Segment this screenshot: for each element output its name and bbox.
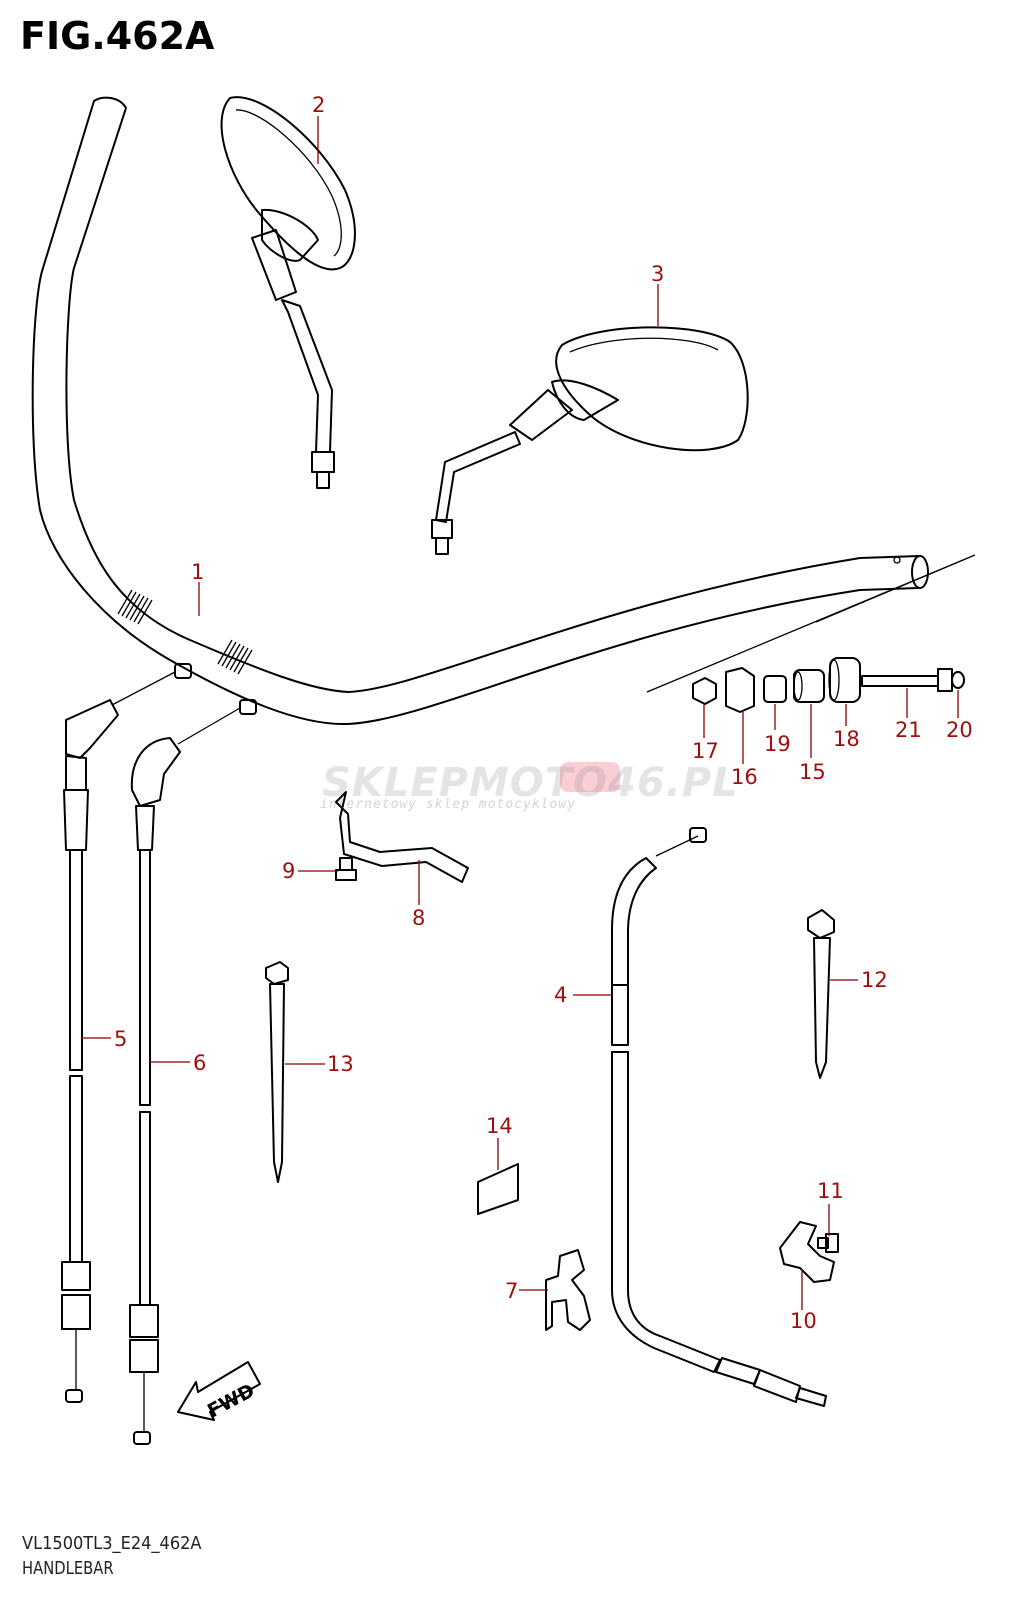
callout-4: 4 (554, 983, 567, 1007)
callout-5: 5 (114, 1027, 127, 1051)
end-weight-15[interactable] (793, 669, 825, 703)
callout-12: 12 (861, 968, 888, 992)
callout-19: 19 (764, 732, 791, 756)
callout-8: 8 (412, 906, 425, 930)
callout-15: 15 (799, 760, 826, 784)
callout-1: 1 (191, 560, 204, 584)
cable-clip-7[interactable] (545, 1249, 591, 1331)
watermark-brand: SKLEPMOTO46.PL (322, 760, 739, 806)
handlebar[interactable] (31, 96, 929, 726)
callout-10: 10 (790, 1309, 817, 1333)
callout-17: 17 (692, 739, 719, 763)
throttle-cable-5[interactable] (61, 663, 192, 1403)
mirror-right[interactable] (431, 326, 749, 555)
callout-16: 16 (731, 765, 758, 789)
cable-tie-13[interactable] (265, 961, 289, 1183)
figure-title: FIG.462A (20, 14, 215, 58)
callout-2: 2 (312, 93, 325, 117)
section-name: HANDLEBAR (22, 1558, 114, 1579)
bolt-11[interactable] (817, 1233, 839, 1253)
callout-14: 14 (486, 1114, 513, 1138)
watermark-tagline: internetowy sklep motocyklowy (320, 797, 576, 812)
forward-arrow-icon: FWD (177, 1361, 261, 1423)
callout-21: 21 (895, 718, 922, 742)
mirror-left[interactable] (220, 96, 356, 489)
throttle-cable-6[interactable] (129, 699, 257, 1445)
callout-13: 13 (327, 1052, 354, 1076)
callout-9: 9 (282, 859, 295, 883)
bolt-21[interactable] (861, 668, 953, 692)
forward-arrow-label: FWD (204, 1380, 258, 1423)
label-14[interactable] (477, 1163, 519, 1215)
bolt-9[interactable] (335, 857, 357, 881)
callout-11: 11 (817, 1179, 844, 1203)
cable-tie-12[interactable] (807, 909, 835, 1079)
model-code: VL1500TL3_E24_462A (22, 1533, 202, 1554)
clamp-10[interactable] (779, 1221, 835, 1283)
callout-3: 3 (651, 262, 664, 286)
callout-6: 6 (193, 1051, 206, 1075)
clutch-cable-4[interactable] (611, 827, 827, 1407)
leader-lines (82, 116, 959, 1310)
callout-20: 20 (946, 718, 973, 742)
callout-7: 7 (505, 1279, 518, 1303)
end-weight-16[interactable] (725, 667, 755, 713)
collar-19[interactable] (763, 675, 787, 703)
callout-labels: 1 2 3 4 5 6 7 8 9 10 11 12 13 14 15 16 1… (114, 93, 973, 1333)
end-weight-18[interactable] (828, 657, 861, 703)
callout-18: 18 (833, 727, 860, 751)
washer-20[interactable] (951, 671, 965, 689)
cable-guide-8[interactable] (335, 791, 469, 883)
end-weight-nut-17[interactable] (692, 677, 717, 705)
